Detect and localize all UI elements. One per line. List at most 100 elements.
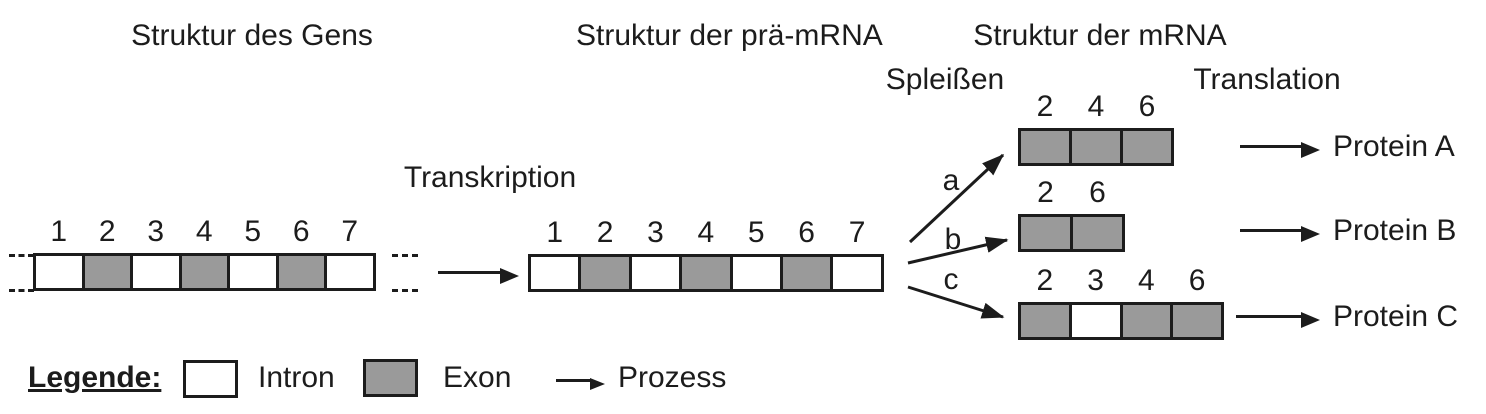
transcription-label: Transkription [403,161,577,194]
segment-intron: 5 [227,216,279,291]
segment-box-intron [628,254,683,292]
splice-path-label-b: b [944,223,962,256]
title-gene-structure: Struktur des Gens [131,19,373,52]
segment-number: 3 [1087,264,1104,297]
exon-swatch-icon [363,359,418,397]
segment-number: 2 [1036,264,1054,297]
segment-exon: 2 [578,216,632,292]
segment-number: 6 [1089,176,1106,209]
segment-box-exon [1018,128,1072,166]
segment-number: 1 [50,215,68,248]
segment-number: 6 [798,216,815,249]
segment-number: 6 [292,215,310,248]
segment-box-intron [1068,302,1123,340]
segment-intron: 3 [130,216,182,291]
segment-intron: 5 [729,216,783,292]
segment-box-exon [1119,302,1174,340]
segment-box-intron [33,253,85,291]
protein-b-label: Protein B [1333,214,1457,247]
segment-box-exon [779,254,834,292]
segment-intron: 7 [830,216,884,292]
splice-arrow-c-icon [907,285,1005,319]
segment-box-exon [1018,214,1073,252]
protein-a-label: Protein A [1333,130,1455,163]
process-arrow-icon [556,377,605,390]
segment-number: 4 [697,216,715,249]
segment-number: 5 [244,215,262,248]
segment-exon: 6 [779,216,834,292]
segment-box-exon [178,253,230,291]
segment-box-exon [275,253,327,291]
segment-exon: 6 [1170,265,1224,340]
translation-arrow-a-icon [1240,141,1320,158]
segment-box-exon [578,254,632,292]
segment-number: 2 [1037,176,1054,209]
segment-exon: 6 [1070,177,1125,252]
segment-number: 4 [1138,264,1155,297]
segment-exon: 2 [1018,177,1073,252]
legend-label-intron: Intron [258,361,335,394]
segment-box-exon [1070,214,1125,252]
translation-arrow-b-icon [1240,225,1320,242]
splice-path-label-a: a [942,164,960,197]
segment-intron: 3 [628,216,683,292]
splicing-label: Spleißen [885,63,1005,96]
segment-box-intron [729,254,783,292]
segment-number: 6 [1138,90,1156,123]
gene-continuation-dashes-left [9,254,34,292]
segment-intron: 7 [324,216,376,291]
legend-heading: Legende: [28,361,162,394]
title-pre-mrna-structure: Struktur der prä-mRNA [576,19,883,52]
splice-arrow-b-icon [907,236,1009,265]
segment-exon: 2 [81,215,133,291]
segment-exon: 6 [275,215,327,291]
segment-number: 4 [1087,90,1105,123]
segment-exon: 4 [679,216,733,292]
title-mrna-structure: Struktur der mRNA [973,19,1227,52]
segment-number: 2 [596,216,614,249]
segment-number: 7 [341,215,359,248]
segment-exon: 2 [1018,91,1072,166]
intron-swatch-icon [183,360,238,398]
segment-intron: 1 [528,216,582,292]
segment-box-exon [1120,128,1174,166]
segment-number: 1 [546,216,564,249]
splice-arrow-a-icon [908,153,1005,244]
segment-exon: 4 [1119,264,1174,340]
segment-box-intron [130,253,182,291]
segment-box-intron [528,254,582,292]
segment-number: 2 [1036,90,1054,123]
segment-number: 6 [1188,264,1206,297]
segment-intron: 1 [33,216,85,291]
gene-continuation-dashes-right [392,254,418,292]
segment-number: 2 [98,215,116,248]
segment-number: 5 [747,216,765,249]
segment-exon: 2 [1018,265,1072,340]
protein-c-label: Protein C [1333,300,1459,333]
segment-number: 4 [195,215,213,248]
translation-label: Translation [1193,63,1341,96]
segment-exon: 6 [1120,91,1174,166]
segment-box-intron [830,254,884,292]
segment-box-exon [1170,302,1224,340]
segment-number: 3 [147,215,165,248]
transcription-arrow-icon [438,267,519,284]
segment-box-exon [679,254,733,292]
splice-path-label-c: c [943,263,959,296]
segment-exon: 4 [178,215,230,291]
segment-exon: 4 [1069,91,1123,166]
segment-number: 7 [848,216,866,249]
segment-intron: 3 [1068,264,1123,340]
segment-number: 3 [647,216,664,249]
segment-box-intron [324,253,376,291]
segment-box-exon [81,253,133,291]
legend-label-exon: Exon [443,361,512,394]
segment-box-exon [1069,128,1123,166]
splicing-arrows [907,153,1009,319]
